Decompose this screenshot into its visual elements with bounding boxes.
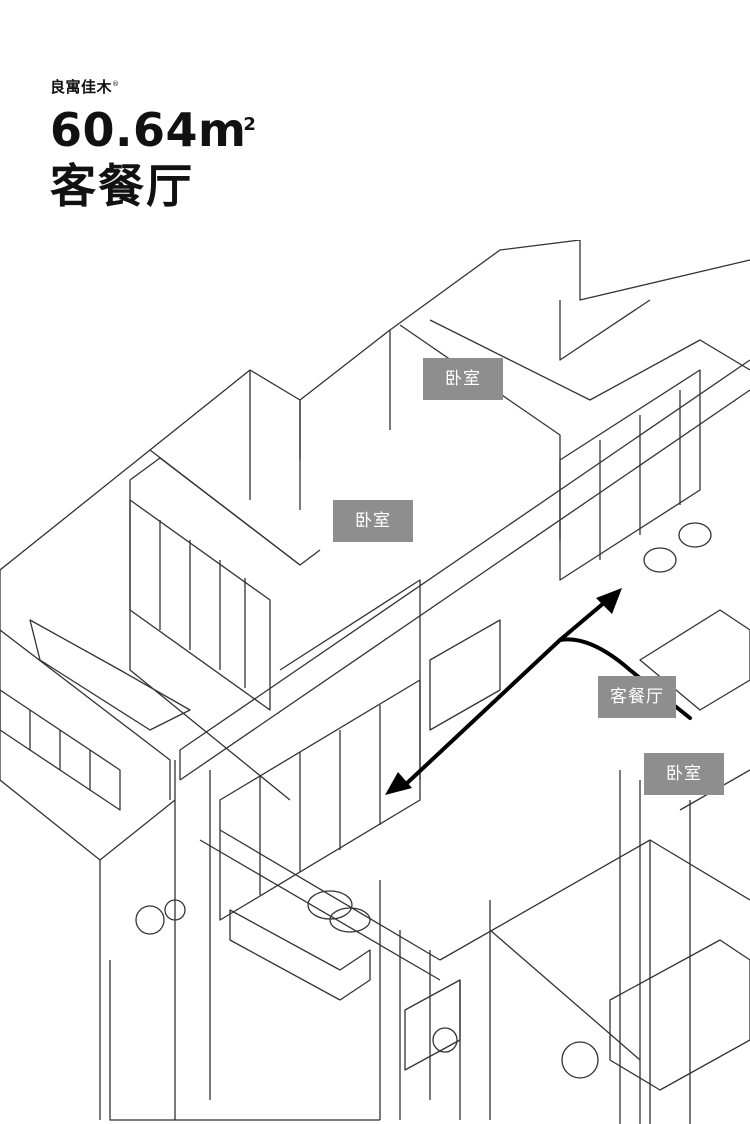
room-label-living-dining: 客餐厅	[598, 676, 676, 718]
registered-mark: ®	[112, 80, 120, 88]
brand-logo: 良寓佳木®	[50, 76, 120, 97]
isometric-floor-plan	[0, 240, 750, 1124]
room-label-bedroom-top: 卧室	[423, 358, 503, 400]
circulation-arrows	[403, 600, 692, 787]
arrow-head-top	[596, 588, 622, 614]
room-type-title: 客餐厅	[50, 159, 194, 213]
area-value: 60.64	[50, 103, 199, 157]
room-label-bedroom-right: 卧室	[644, 753, 724, 795]
area-unit-sup: 2	[243, 114, 257, 135]
brand-name: 良寓佳木	[50, 78, 113, 96]
arrow-head-bottom	[385, 772, 412, 795]
room-label-bedroom-left: 卧室	[333, 500, 413, 542]
